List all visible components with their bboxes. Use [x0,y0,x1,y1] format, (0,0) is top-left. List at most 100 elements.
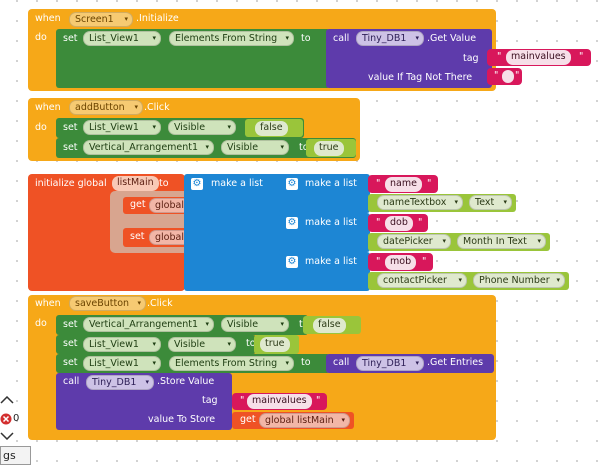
store-tag-string-value[interactable]: mainvalues [247,394,312,409]
false-boolean-block[interactable]: false [245,119,303,137]
make-a-list-outer-block[interactable]: ⚙ make a list [184,174,286,291]
addbutton-component-dropdown[interactable]: addButton▾ [69,100,143,115]
dob-string-value[interactable]: dob [385,216,413,231]
vertical-arrangement1-component-dropdown[interactable]: Vertical_Arrangement1▾ [83,317,214,332]
chevron-down-icon: ▾ [415,34,419,42]
screen1-component-dropdown[interactable]: Screen1▾ [69,12,133,27]
to-label: to [246,338,256,349]
true-boolean-value[interactable]: true [260,337,290,352]
true-boolean-block[interactable]: true [254,335,299,354]
event-name-label: .Click [144,102,170,113]
listview1-component-dropdown[interactable]: List_View1▾ [83,120,161,135]
event-block-savebutton-click[interactable]: when saveButton▾ .Click do set Vertical_… [28,295,496,440]
chevron-down-icon: ▾ [537,237,541,245]
chevron-down-icon: ▾ [285,34,289,42]
error-count: 0 [13,413,20,424]
chevron-down-icon: ▾ [556,276,560,284]
true-boolean-value[interactable]: true [314,141,344,156]
call-get-entries-block[interactable]: call Tiny_DB1▾ .Get Entries [326,354,494,373]
make-a-list-dob-block[interactable]: ⚙ make a list [279,213,370,252]
call-get-value-block[interactable]: call Tiny_DB1▾ .Get Value tag value If T… [326,29,492,88]
visible-property-dropdown[interactable]: Visible▾ [221,140,289,155]
set-visible-block[interactable]: set Vertical_Arrangement1▾ Visible▾ to [56,315,309,335]
set-visible-block[interactable]: set List_View1▾ Visible▾ to [56,335,256,354]
chevron-down-icon: ▾ [341,416,345,424]
to-label: to [301,357,311,368]
contactpicker-phone-getter[interactable]: contactPicker▾ Phone Number▾ [368,272,569,290]
false-boolean-value[interactable]: false [313,318,346,333]
set-label: set [63,122,78,133]
empty-string-value[interactable] [502,70,514,83]
chevron-down-icon: ▾ [145,378,149,386]
event-block-screen1-initialize[interactable]: when Screen1▾ .Initialize do set List_Vi… [28,9,496,91]
get-global-listmain-block[interactable]: get global listMain▾ [232,412,354,429]
gear-icon[interactable]: ⚙ [191,178,203,190]
gear-icon[interactable]: ⚙ [286,217,298,229]
global-variable-name-field[interactable]: listMain [112,176,159,191]
chevron-down-icon: ▾ [227,340,231,348]
name-string-block[interactable]: " name " [368,175,438,193]
global-listmain-dropdown[interactable]: global listMain▾ [259,413,350,428]
drawer-tab[interactable]: gs [0,446,31,465]
false-boolean-block[interactable]: false [303,316,361,334]
tinydb1-component-dropdown[interactable]: Tiny_DB1▾ [356,31,424,46]
set-visible-block[interactable]: set List_View1▾ Visible▾ to [56,118,304,138]
set-elements-block[interactable]: set List_View1▾ Elements From String▾ to [56,29,330,88]
mob-string-block[interactable]: " mob " [368,253,433,271]
visible-property-dropdown[interactable]: Visible▾ [221,317,289,332]
tag-string-value[interactable]: mainvalues [506,50,571,65]
nametextbox-component-dropdown[interactable]: nameTextbox▾ [377,195,463,210]
visible-property-dropdown[interactable]: Visible▾ [168,120,236,135]
chevron-down-icon: ▾ [124,15,128,23]
when-label: when [35,102,61,113]
set-label: set [130,231,145,242]
tag-label: tag [463,53,479,64]
value-to-store-label: value To Store [148,414,216,425]
call-label: call [333,357,350,368]
tag-string-block[interactable]: " mainvalues " [487,49,591,66]
datepicker-component-dropdown[interactable]: datePicker▾ [377,234,451,249]
set-elements-block[interactable]: set List_View1▾ Elements From String▾ to [56,354,330,373]
event-name-label: .Click [147,298,173,309]
gear-icon[interactable]: ⚙ [286,256,298,268]
chevron-down-icon[interactable] [0,432,14,440]
tinydb1-component-dropdown[interactable]: Tiny_DB1▾ [356,356,424,371]
event-block-addbutton-click[interactable]: when addButton▾ .Click do set List_View1… [28,98,360,161]
chevron-up-icon[interactable] [0,396,14,404]
store-tag-string-block[interactable]: " mainvalues " [232,393,327,410]
error-icon[interactable] [0,413,12,425]
listview1-component-dropdown[interactable]: List_View1▾ [83,31,161,46]
make-a-list-mob-block[interactable]: ⚙ make a list [279,252,370,291]
text-property-dropdown[interactable]: Text▾ [469,195,512,210]
listview1-component-dropdown[interactable]: List_View1▾ [83,337,161,352]
true-boolean-block[interactable]: true [306,139,356,157]
mob-string-value[interactable]: mob [385,255,417,270]
elements-property-dropdown[interactable]: Elements From String▾ [169,31,294,46]
chevron-down-icon: ▾ [458,276,462,284]
datepicker-month-getter[interactable]: datePicker▾ Month In Text▾ [368,233,550,251]
month-in-text-property-dropdown[interactable]: Month In Text▾ [457,234,546,249]
call-store-value-block[interactable]: call Tiny_DB1▾ .Store Value tag value To… [56,373,232,430]
elements-property-dropdown[interactable]: Elements From String▾ [169,356,294,371]
warning-indicator[interactable]: 0 [0,396,28,442]
listview1-component-dropdown[interactable]: List_View1▾ [83,356,161,371]
false-boolean-value[interactable]: false [255,121,288,136]
visible-property-dropdown[interactable]: Visible▾ [168,337,236,352]
empty-string-block[interactable]: " " [487,68,522,85]
value-if-tag-not-there-label: value If Tag Not There [368,72,473,83]
tinydb1-component-dropdown[interactable]: Tiny_DB1▾ [86,375,154,390]
when-label: when [35,298,61,309]
savebutton-component-dropdown[interactable]: saveButton▾ [69,296,146,311]
vertical-arrangement1-component-dropdown[interactable]: Vertical_Arrangement1▾ [83,140,214,155]
name-string-value[interactable]: name [385,177,422,192]
gear-icon[interactable]: ⚙ [286,178,298,190]
nametextbox-text-getter[interactable]: nameTextbox▾ Text▾ [368,194,516,212]
chevron-down-icon: ▾ [137,299,141,307]
make-a-list-name-block[interactable]: ⚙ make a list [279,174,370,213]
set-label: set [63,33,78,44]
contactpicker-component-dropdown[interactable]: contactPicker▾ [377,273,467,288]
phone-number-property-dropdown[interactable]: Phone Number▾ [473,273,565,288]
set-visible-block[interactable]: set Vertical_Arrangement1▾ Visible▾ to [56,138,356,158]
event-name-label: .Initialize [136,13,179,24]
dob-string-block[interactable]: " dob " [368,214,428,232]
